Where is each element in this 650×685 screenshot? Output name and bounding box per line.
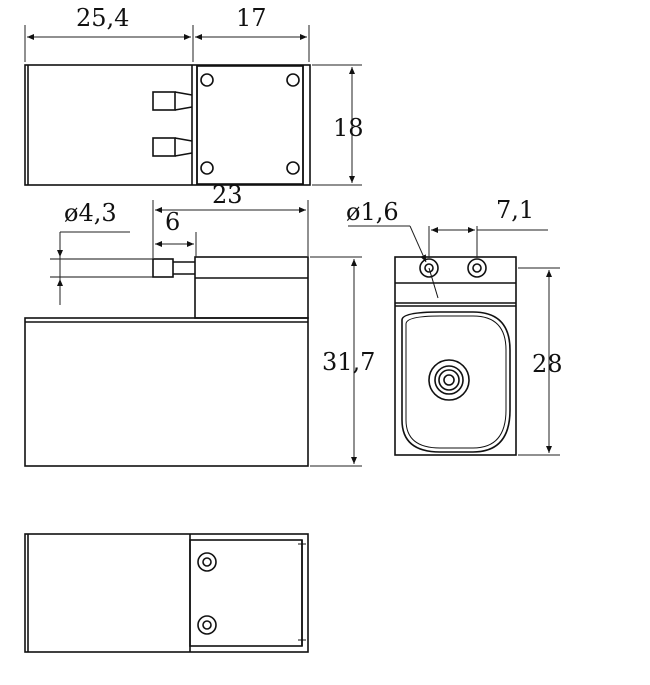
- side-dimensions: 23 6 ø4,3 31,7: [57, 181, 375, 467]
- dim-top-height: 18: [333, 114, 364, 142]
- dim-port-diameter: ø4,3: [64, 199, 117, 227]
- dim-front-hole-diameter: ø1,6: [346, 198, 399, 226]
- dim-front-height: 28: [532, 350, 563, 378]
- dim-top-length-left: 25,4: [76, 4, 129, 32]
- side-view: [24, 256, 309, 467]
- front-dimensions: 7,1 ø1,6 28: [346, 196, 563, 456]
- dim-top-length-right: 17: [236, 4, 267, 32]
- front-view: [394, 256, 517, 456]
- dim-front-hole-spacing: 7,1: [496, 196, 534, 224]
- top-dimensions: 25,4 17 18: [24, 4, 364, 186]
- dim-side-height: 31,7: [322, 348, 375, 376]
- top-view: [24, 64, 311, 186]
- bottom-view: [24, 533, 309, 653]
- dim-port-offset: 6: [165, 208, 180, 236]
- dim-side-length: 23: [212, 181, 243, 209]
